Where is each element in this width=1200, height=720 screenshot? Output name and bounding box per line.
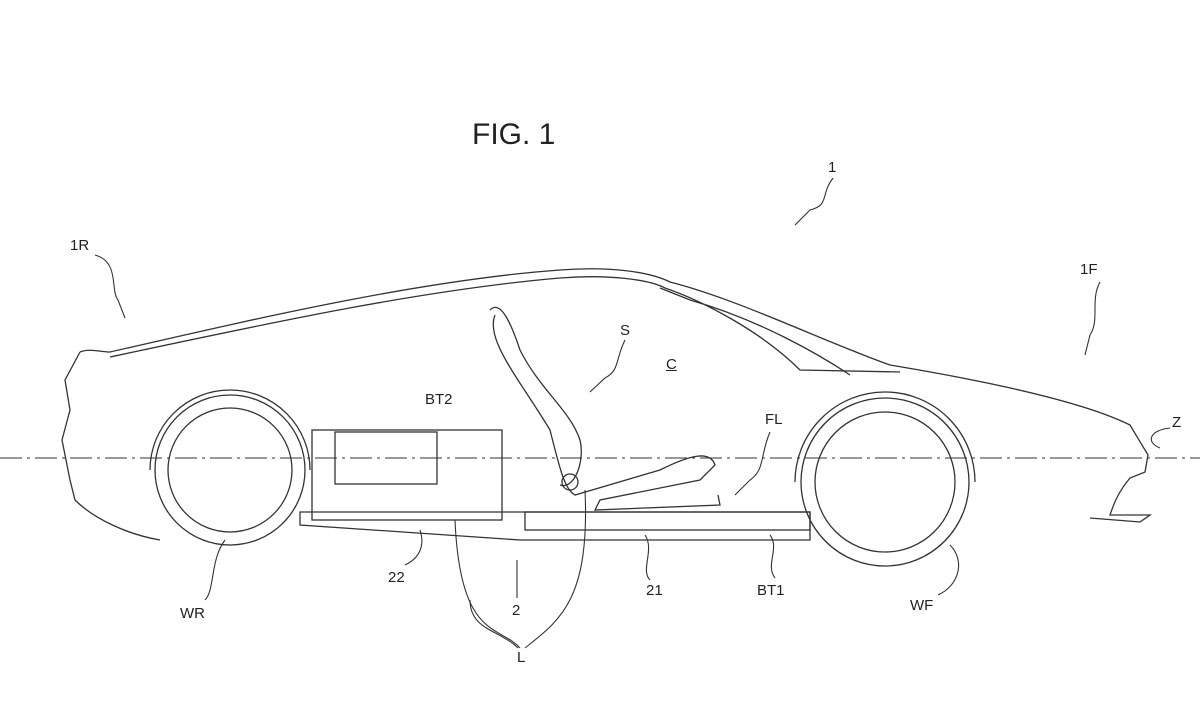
- battery-bt2-inner: [334, 431, 438, 485]
- label-axis: Z: [1172, 414, 1182, 431]
- front-wheel-inner: [814, 411, 956, 553]
- rear-end: [61, 351, 161, 541]
- seat-pivot: [561, 473, 579, 491]
- label-battery-front: BT1: [757, 582, 785, 599]
- label-front: 1F: [1080, 261, 1098, 278]
- label-rear-part: 22: [388, 569, 405, 586]
- car-body-outline: [79, 268, 1153, 523]
- label-floor: FL: [765, 411, 783, 428]
- rear-wheel: [154, 394, 306, 546]
- rear-wheel-inner: [167, 407, 293, 533]
- arch-rear: [149, 389, 311, 471]
- leader-lines: [94, 177, 1171, 649]
- label-rear: 1R: [70, 237, 90, 254]
- windshield: [659, 287, 851, 376]
- label-frame: 2: [512, 602, 521, 619]
- battery-bt1: [524, 511, 811, 531]
- car-roof-inner: [109, 276, 901, 373]
- figure-title: FIG. 1: [472, 118, 556, 151]
- arch-front: [794, 391, 976, 483]
- seat: [489, 306, 721, 511]
- label-longitudinal: L: [517, 649, 526, 666]
- battery-bt2: [311, 429, 503, 521]
- label-vehicle: 1: [828, 159, 837, 176]
- label-seat: S: [620, 322, 631, 339]
- label-wheel-front: WF: [910, 597, 934, 614]
- front-wheel: [800, 397, 970, 567]
- sill-line: [299, 511, 811, 541]
- label-battery-rear: BT2: [425, 391, 453, 408]
- label-front-part: 21: [646, 582, 663, 599]
- label-wheel-rear: WR: [180, 605, 205, 622]
- label-cabin: C: [666, 356, 677, 373]
